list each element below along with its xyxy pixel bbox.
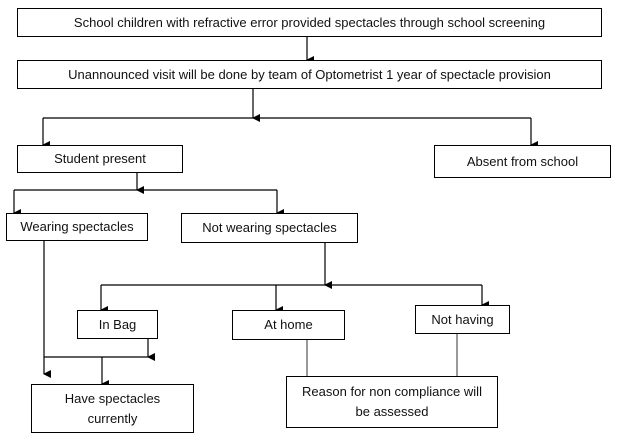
node-student-present-label: Student present <box>54 151 146 166</box>
node-absent-label: Absent from school <box>466 153 579 169</box>
node-in-bag: In Bag <box>77 310 158 339</box>
node-have-spectacles: Have spectacles currently <box>31 384 194 433</box>
node-not-having: Not having <box>415 305 510 334</box>
node-visit: Unannounced visit will be done by team o… <box>17 60 602 89</box>
node-visit-label: Unannounced visit will be done by team o… <box>68 66 551 82</box>
node-at-home-label: At home <box>264 317 313 332</box>
node-student-present: Student present <box>17 145 183 173</box>
node-not-wearing: Not wearing spectacles <box>181 213 358 243</box>
node-reason: Reason for non compliance will be assess… <box>286 376 498 428</box>
node-wearing: Wearing spectacles <box>6 213 148 241</box>
node-at-home: At home <box>232 310 345 340</box>
node-reason-label: Reason for non compliance will be assess… <box>302 384 482 419</box>
node-not-having-label: Not having <box>431 311 494 327</box>
node-have-spectacles-label: Have spectacles currently <box>64 390 161 426</box>
node-not-wearing-label: Not wearing spectacles <box>202 220 337 235</box>
node-wearing-label: Wearing spectacles <box>20 219 134 234</box>
node-in-bag-label: In Bag <box>98 316 137 332</box>
node-screening-label: School children with refractive error pr… <box>73 14 546 30</box>
node-absent: Absent from school <box>434 145 611 178</box>
node-screening: School children with refractive error pr… <box>17 8 602 37</box>
